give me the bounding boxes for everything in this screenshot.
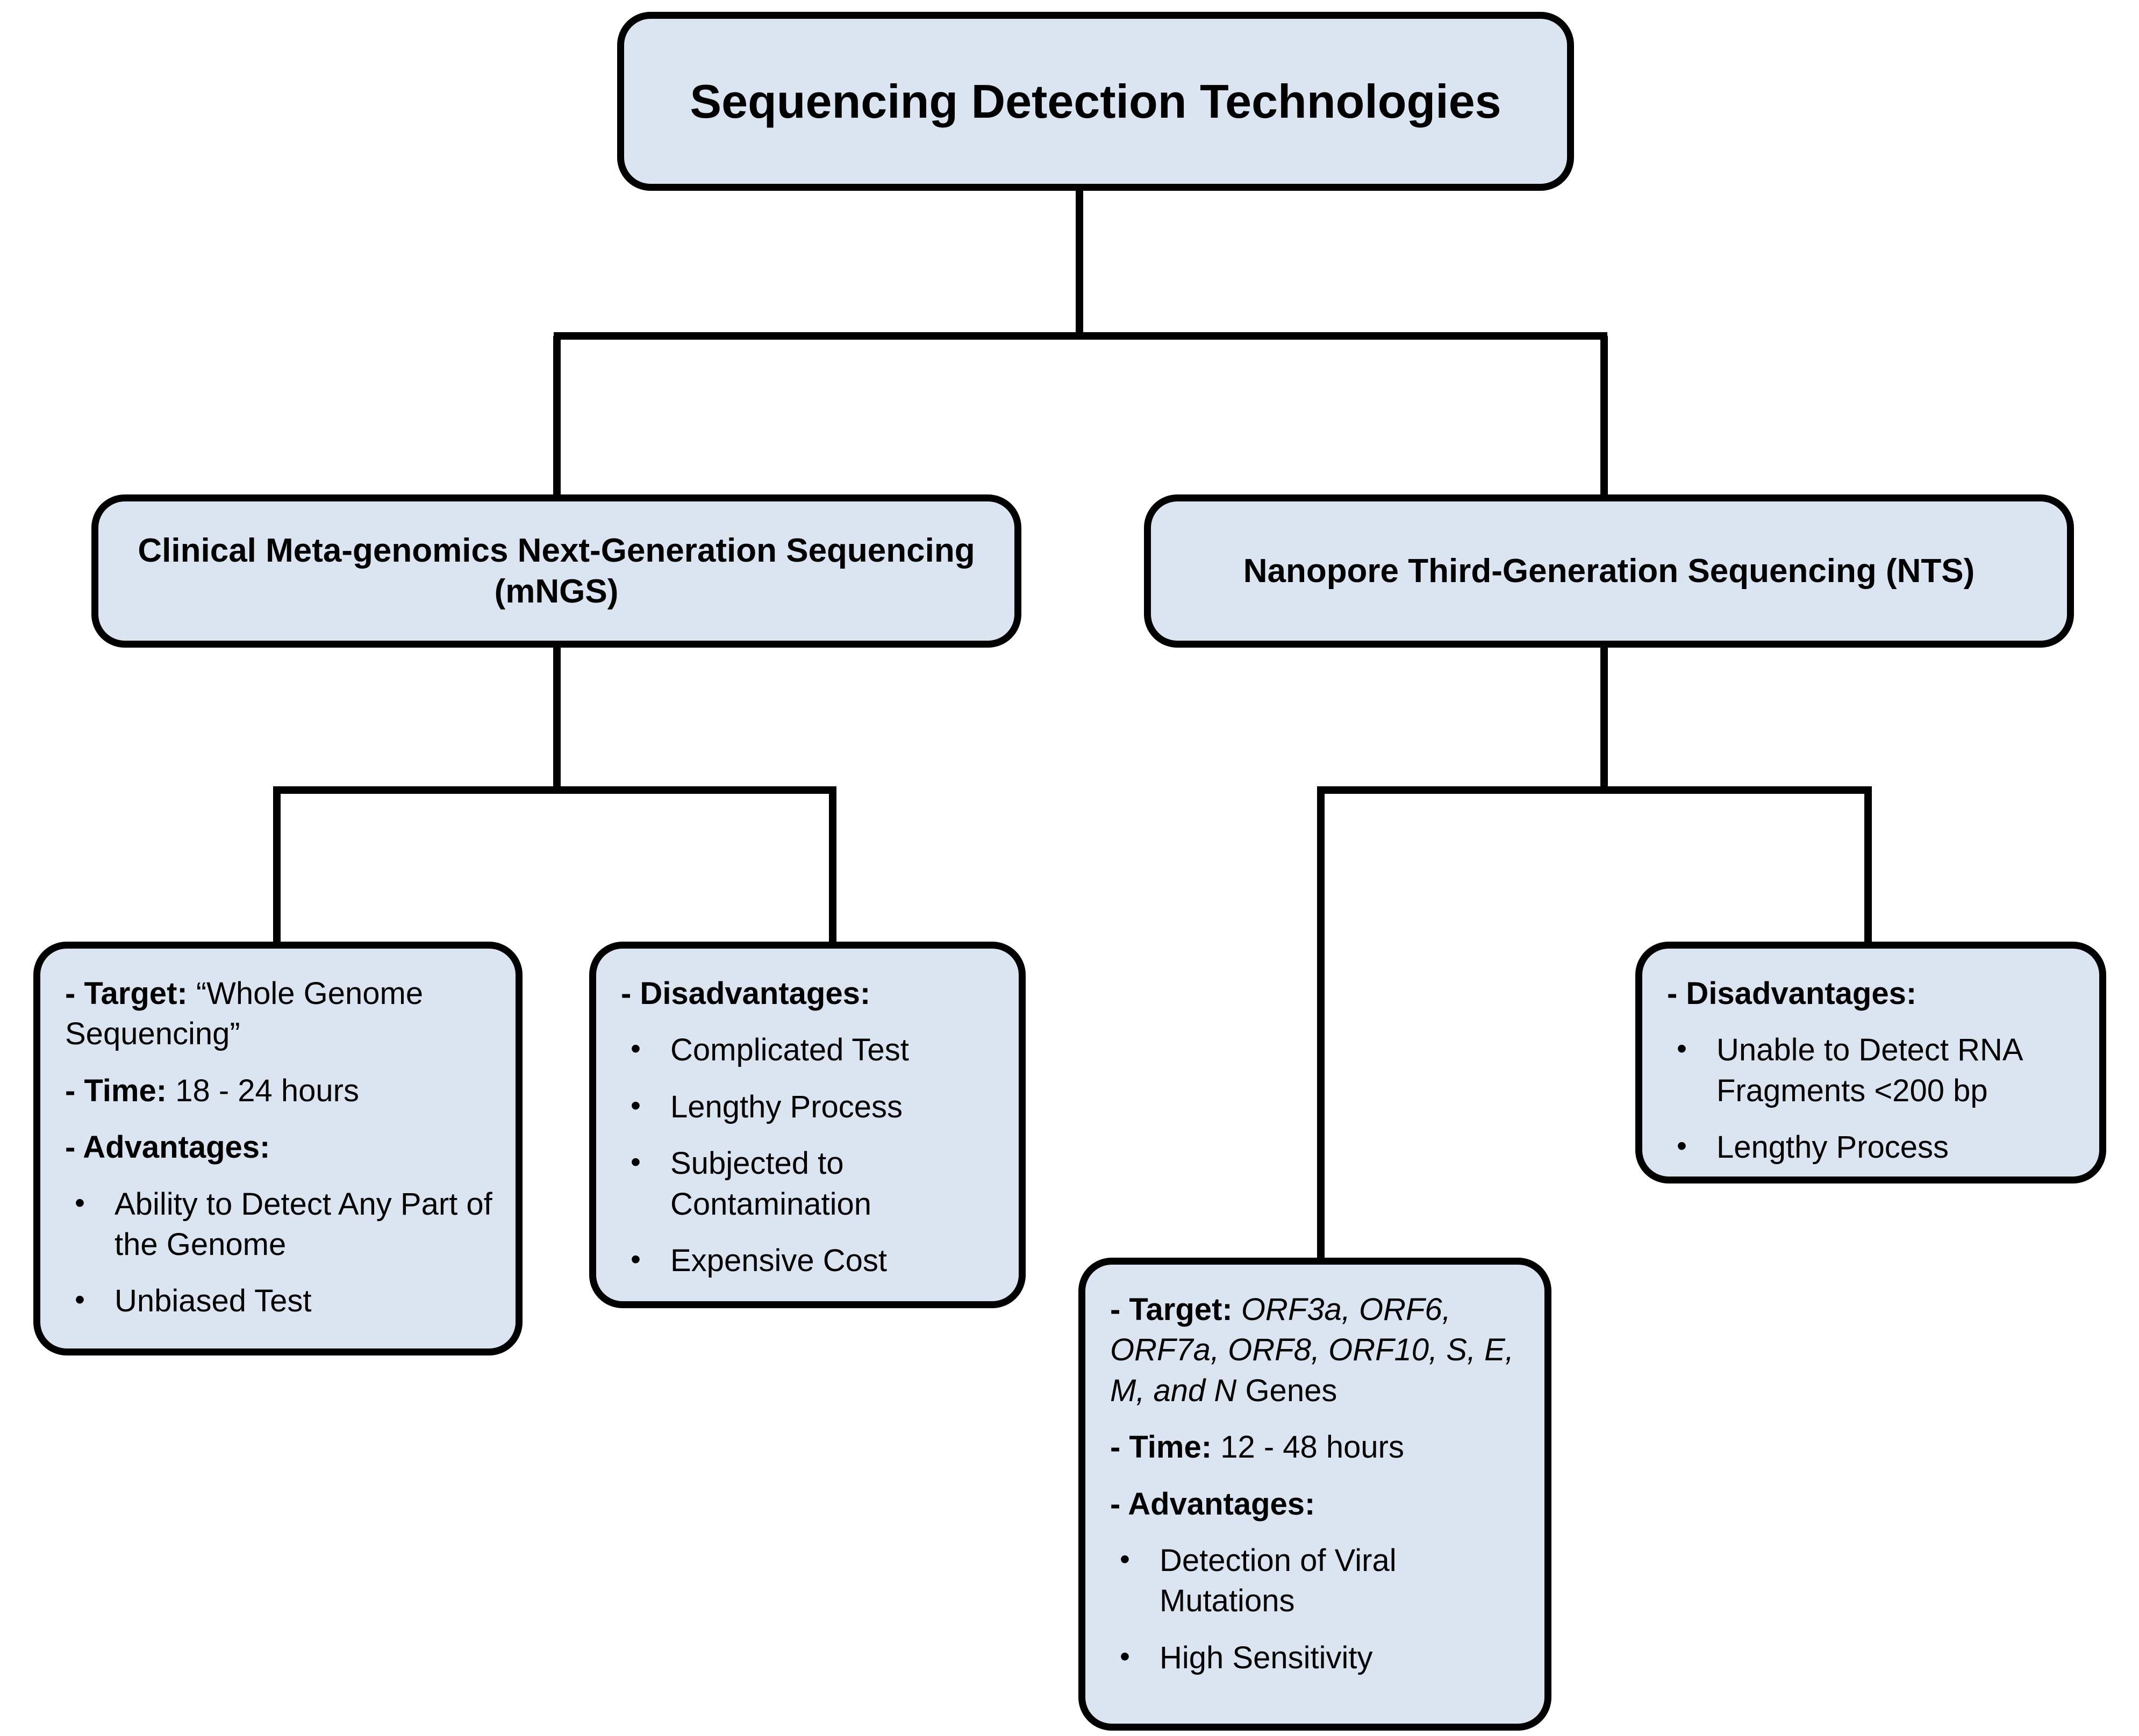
node-mngs-target-advantages[interactable]: - Target: “Whole Genome Sequencing” - Ti… (33, 942, 523, 1355)
list-item: • Complicated Test (621, 1030, 999, 1070)
nts-disadvantage-text: Lengthy Process (1716, 1130, 1949, 1165)
mngs-time-value: 18 - 24 hours (167, 1073, 359, 1108)
mngs-target-label: - Target: (65, 976, 188, 1011)
node-root-label: Sequencing Detection Technologies (690, 74, 1501, 128)
mngs-disadvantages-heading: - Disadvantages: (621, 973, 999, 1014)
nts-time-label: - Time: (1110, 1430, 1212, 1465)
nts-advantage-text: Detection of Viral Mutations (1160, 1543, 1397, 1619)
nts-target-label: - Target: (1110, 1292, 1233, 1327)
node-branch-nts-label: Nanopore Third-Generation Sequencing (NT… (1243, 552, 1975, 590)
mngs-disadvantage-text: Lengthy Process (670, 1089, 903, 1124)
mngs-advantages-heading: - Advantages: (65, 1127, 496, 1167)
list-item: • High Sensitivity (1110, 1638, 1525, 1678)
node-mngs-disadvantages[interactable]: - Disadvantages: • Complicated Test • Le… (589, 942, 1026, 1308)
bullet-icon: • (1120, 1640, 1130, 1673)
bullet-icon: • (75, 1186, 85, 1219)
mngs-advantage-text: Unbiased Test (115, 1283, 312, 1319)
bullet-icon: • (631, 1032, 641, 1065)
nts-disadvantages-heading: - Disadvantages: (1667, 973, 2080, 1014)
mngs-disadvantages-label: - Disadvantages: (621, 976, 871, 1011)
nts-disadvantage-text: Unable to Detect RNA Fragments <200 bp (1716, 1032, 2022, 1108)
mngs-advantage-text: Ability to Detect Any Part of the Genome (115, 1186, 492, 1262)
mngs-disadvantage-text: Subjected to Contamination (670, 1146, 871, 1222)
node-branch-nts[interactable]: Nanopore Third-Generation Sequencing (NT… (1144, 494, 2074, 648)
node-branch-mngs-label: Clinical Meta-genomics Next-Generation S… (138, 532, 975, 610)
nts-time-value: 12 - 48 hours (1212, 1430, 1404, 1465)
nts-target-genes: ORF3a, ORF6, ORF7a, ORF8, ORF10, S, E, M… (1110, 1292, 1514, 1408)
nts-advantages-label: - Advantages: (1110, 1486, 1315, 1522)
node-branch-mngs[interactable]: Clinical Meta-genomics Next-Generation S… (91, 494, 1021, 648)
list-item: • Unable to Detect RNA Fragments <200 bp (1667, 1030, 2080, 1111)
mngs-disadvantage-text: Complicated Test (670, 1032, 909, 1068)
bullet-icon: • (631, 1146, 641, 1179)
mngs-time-label: - Time: (65, 1073, 167, 1108)
bullet-icon: • (1120, 1543, 1130, 1575)
bullet-icon: • (75, 1283, 85, 1316)
nts-time-line: - Time: 12 - 48 hours (1110, 1427, 1525, 1467)
list-item: • Lengthy Process (621, 1087, 999, 1127)
bullet-icon: • (1677, 1032, 1687, 1065)
mngs-target-value: “Whole Genome Sequencing” (65, 976, 424, 1052)
list-item: • Expensive Cost (621, 1240, 999, 1281)
list-item: • Lengthy Process (1667, 1127, 2080, 1167)
nts-advantage-text: High Sensitivity (1160, 1640, 1373, 1675)
node-nts-target-advantages[interactable]: - Target: ORF3a, ORF6, ORF7a, ORF8, ORF1… (1078, 1258, 1551, 1731)
mngs-advantages-label: - Advantages: (65, 1130, 270, 1165)
bullet-icon: • (1677, 1130, 1687, 1163)
node-root-sequencing-detection-technologies[interactable]: Sequencing Detection Technologies (617, 12, 1574, 191)
list-item: • Ability to Detect Any Part of the Geno… (65, 1184, 496, 1265)
nts-advantages-heading: - Advantages: (1110, 1484, 1525, 1524)
list-item: • Detection of Viral Mutations (1110, 1540, 1525, 1622)
bullet-icon: • (631, 1243, 641, 1275)
bullet-icon: • (631, 1089, 641, 1122)
nts-target-genes-tail: Genes (1236, 1373, 1337, 1408)
mngs-disadvantage-text: Expensive Cost (670, 1243, 887, 1278)
list-item: • Subjected to Contamination (621, 1143, 999, 1224)
nts-target-line: - Target: ORF3a, ORF6, ORF7a, ORF8, ORF1… (1110, 1289, 1525, 1411)
nts-disadvantages-label: - Disadvantages: (1667, 976, 1917, 1011)
mngs-target-line: - Target: “Whole Genome Sequencing” (65, 973, 496, 1054)
node-nts-disadvantages[interactable]: - Disadvantages: • Unable to Detect RNA … (1635, 942, 2106, 1183)
mngs-time-line: - Time: 18 - 24 hours (65, 1071, 496, 1111)
list-item: • Unbiased Test (65, 1281, 496, 1321)
